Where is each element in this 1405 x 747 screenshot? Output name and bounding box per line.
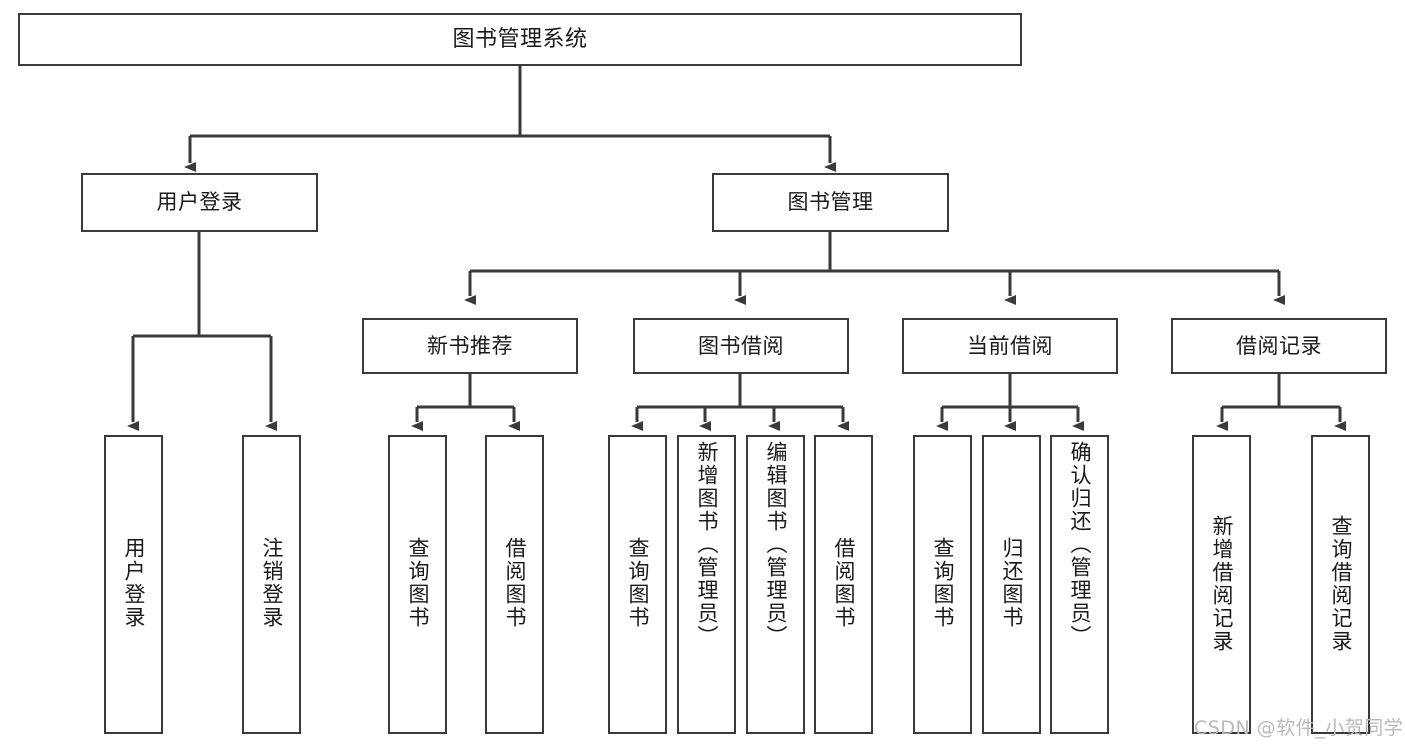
node-leaf-query-book-2-label: 查询图书 bbox=[626, 537, 650, 629]
node-leaf-return-book[interactable]: 归还图书 bbox=[982, 435, 1041, 734]
node-leaf-confirm-return[interactable]: 确认归还（管理员） bbox=[1050, 435, 1109, 734]
node-leaf-edit-book[interactable]: 编辑图书（管理员） bbox=[746, 435, 805, 734]
node-leaf-add-book-label: 新增图书（管理员） bbox=[695, 441, 719, 648]
node-leaf-confirm-return-label: 确认归还（管理员） bbox=[1068, 441, 1092, 648]
node-leaf-logout-label: 注销登录 bbox=[260, 537, 284, 629]
node-book-manage[interactable]: 图书管理 bbox=[712, 173, 949, 232]
node-leaf-add-record-label: 新增借阅记录 bbox=[1210, 515, 1234, 653]
node-leaf-query-book-1-label: 查询图书 bbox=[406, 537, 430, 629]
node-leaf-borrow-book-2-label: 借阅图书 bbox=[832, 537, 856, 629]
node-leaf-query-record[interactable]: 查询借阅记录 bbox=[1311, 435, 1370, 734]
node-leaf-user-login-label: 用户登录 bbox=[122, 537, 146, 629]
node-leaf-add-book[interactable]: 新增图书（管理员） bbox=[677, 435, 736, 734]
node-leaf-query-record-label: 查询借阅记录 bbox=[1329, 515, 1353, 653]
node-leaf-add-record[interactable]: 新增借阅记录 bbox=[1192, 435, 1251, 734]
node-current-borrow[interactable]: 当前借阅 bbox=[902, 318, 1118, 374]
node-user-login[interactable]: 用户登录 bbox=[81, 173, 318, 232]
node-borrow-record-label: 借阅记录 bbox=[1236, 333, 1322, 358]
node-root-label: 图书管理系统 bbox=[452, 26, 588, 52]
node-leaf-query-book-3-label: 查询图书 bbox=[931, 537, 955, 629]
node-new-book-rec[interactable]: 新书推荐 bbox=[362, 318, 578, 374]
node-book-manage-label: 图书管理 bbox=[787, 190, 874, 215]
node-leaf-user-login[interactable]: 用户登录 bbox=[104, 435, 163, 734]
node-book-borrow-label: 图书借阅 bbox=[698, 333, 784, 358]
node-leaf-query-book-1[interactable]: 查询图书 bbox=[388, 435, 447, 734]
node-user-login-label: 用户登录 bbox=[156, 190, 243, 215]
node-leaf-borrow-book-1-label: 借阅图书 bbox=[503, 537, 527, 629]
node-leaf-query-book-3[interactable]: 查询图书 bbox=[913, 435, 972, 734]
node-book-borrow[interactable]: 图书借阅 bbox=[633, 318, 849, 374]
node-current-borrow-label: 当前借阅 bbox=[967, 333, 1053, 358]
node-root[interactable]: 图书管理系统 bbox=[18, 13, 1022, 66]
csdn-watermark: CSDN @软件_小贺同学 bbox=[1194, 717, 1404, 739]
node-borrow-record[interactable]: 借阅记录 bbox=[1171, 318, 1387, 374]
node-leaf-query-book-2[interactable]: 查询图书 bbox=[608, 435, 667, 734]
node-new-book-rec-label: 新书推荐 bbox=[427, 333, 513, 358]
node-leaf-logout[interactable]: 注销登录 bbox=[242, 435, 301, 734]
node-leaf-borrow-book-1[interactable]: 借阅图书 bbox=[485, 435, 544, 734]
node-leaf-edit-book-label: 编辑图书（管理员） bbox=[764, 441, 788, 648]
node-leaf-return-book-label: 归还图书 bbox=[1000, 537, 1024, 629]
node-leaf-borrow-book-2[interactable]: 借阅图书 bbox=[814, 435, 873, 734]
